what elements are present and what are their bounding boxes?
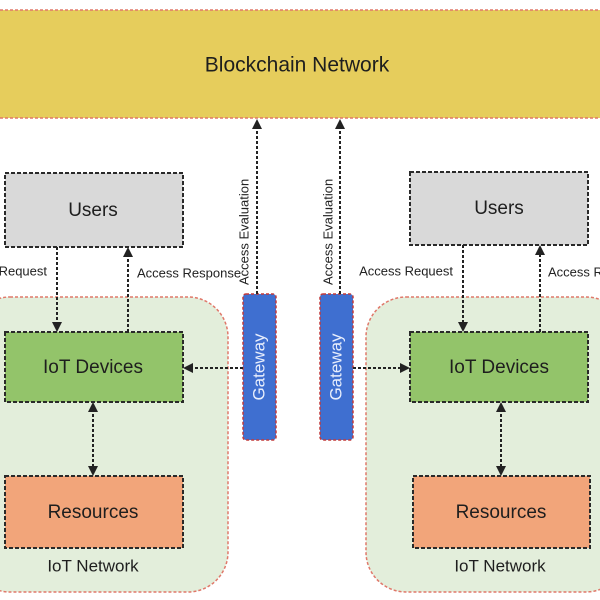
right-resources-label: Resources [456,502,547,523]
right-resources-box: Resources [412,475,591,549]
right-users-label: Users [474,198,524,219]
left-resources-label: Resources [48,502,139,523]
left-users-label: Users [68,200,118,221]
left-access-evaluation-label: Access Evaluation [236,179,251,285]
left-access-response-label: Access Response [137,265,241,280]
right-access-evaluation-label: Access Evaluation [320,179,335,285]
right-gateway: Gateway [319,293,354,441]
right-access-request-label: Access Request [359,263,453,278]
blockchain-network: Blockchain Network [0,9,600,119]
right-users-box: Users [409,171,589,246]
left-gateway-label: Gateway [249,333,268,401]
left-iot-devices-box: IoT Devices [4,331,184,403]
left-resources-box: Resources [4,475,184,549]
right-iot-devices-box: IoT Devices [409,331,589,403]
right-gateway-label: Gateway [326,333,345,401]
right-iot-devices-label: IoT Devices [449,357,549,378]
left-network-label: IoT Network [47,556,139,575]
left-users-box: Users [4,172,184,248]
left-access-request-label: Access Request [0,263,47,278]
right-access-response-label: Access Response [548,264,600,279]
blockchain-label: Blockchain Network [205,54,390,77]
left-iot-devices-label: IoT Devices [43,357,143,378]
left-gateway: Gateway [242,293,277,441]
right-network-label: IoT Network [454,556,546,575]
